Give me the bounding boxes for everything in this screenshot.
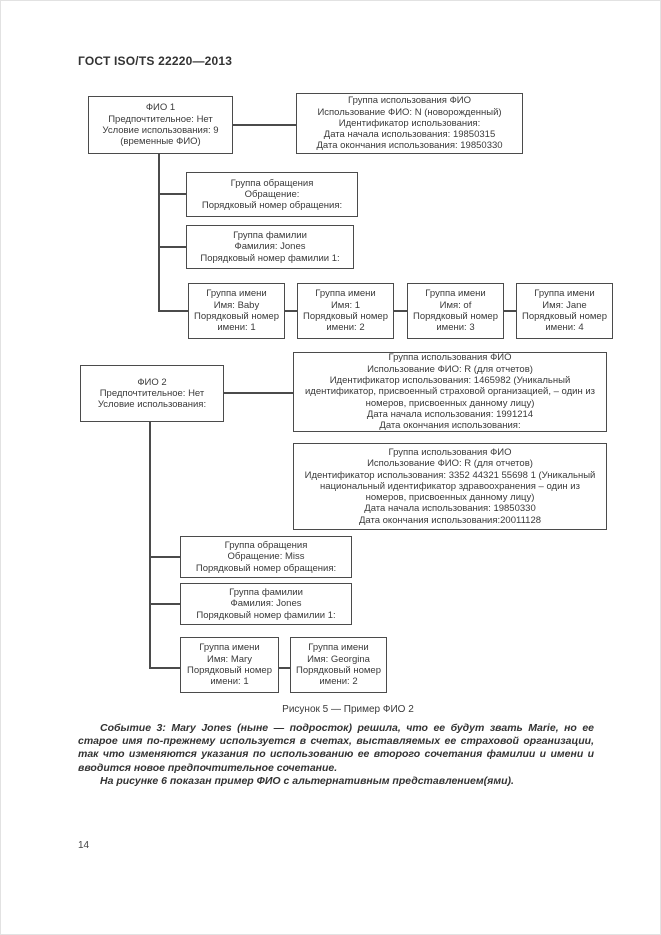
box-text-line: Фамилия: Jones (234, 241, 306, 253)
box-text-line: идентификатор, присвоенный страховой орг… (304, 386, 596, 398)
box-text-line: Дата начала использования: 1991214 (366, 408, 534, 420)
page-header: ГОСТ ISO/TS 22220—2013 (78, 54, 233, 68)
box-text-line: Группа имени (534, 288, 595, 300)
box-text-line: Порядковый номер (522, 311, 607, 322)
box-text-line: Дата окончания использования: (379, 420, 521, 432)
box-text-line: Имя: 1 (330, 299, 361, 311)
box-text-line: Порядковый номер фамилии 1: (200, 252, 340, 264)
box-text-line: имени: 2 (326, 322, 365, 334)
connector-line (394, 310, 407, 312)
box-text-line: Имя: Jane (542, 299, 587, 311)
box-text-line: Порядковый номер (187, 665, 272, 676)
box-text-line: Порядковый номер фамилии 1: (196, 609, 336, 621)
paragraph-figure-6-note: На рисунке 6 показан пример ФИО с альтер… (100, 774, 514, 787)
box-text-line: Условие использования: (97, 399, 207, 411)
box-text-line: Порядковый номер (303, 311, 388, 322)
box-text-line: Группа использования ФИО (347, 95, 472, 107)
box-text-line: имени: 1 (217, 322, 256, 334)
box-text-line: Группа имени (315, 288, 376, 300)
box-text-line: Группа имени (199, 642, 260, 654)
box-text-line: Идентификатор использования: (338, 117, 481, 129)
box-text-line: Группа имени (206, 288, 267, 300)
box-text-line: Условие использования: 9 (102, 125, 219, 136)
box-text-line: Группа фамилии (229, 587, 303, 599)
box-text-line: Дата окончания использования:20011128 (358, 514, 542, 526)
body-text: Событие 3: Mary Jones (ныне — подросток)… (78, 722, 594, 788)
box-text-line: Обращение: (244, 188, 300, 200)
box-text-line: Дата начала использования: 19850330 (364, 503, 536, 515)
connector-line (158, 193, 186, 195)
box-text-line: Группа использования ФИО (388, 352, 512, 364)
box-text-line: Группа использования ФИО (388, 446, 512, 458)
page-number: 14 (78, 840, 90, 851)
box-text-line: имени: 2 (319, 676, 358, 688)
connector-line (504, 310, 516, 312)
box-text-line: имени: 1 (210, 676, 249, 688)
box-text-line: Имя: Baby (213, 299, 260, 311)
box-text-line: Дата начала использования: 19850315 (323, 129, 496, 141)
box-text-line: Имя: Georgina (307, 653, 370, 665)
connector-line (149, 667, 180, 669)
box-text-line: Порядковый номер (413, 311, 498, 322)
box-text-line: Предпочтительное: Нет (108, 113, 213, 125)
figure-caption: Рисунок 5 — Пример ФИО 2 (282, 704, 414, 715)
box-text-line: Порядковый номер обращения: (201, 200, 343, 212)
box-text-line: Использование ФИО: R (для отчетов) (367, 363, 533, 375)
box-text-line: номеров, присвоенных данному лицу) (365, 492, 535, 504)
box-text-line: Имя: Mary (207, 653, 252, 665)
box-text-line: ФИО 1 (145, 102, 176, 114)
box-text-line: Имя: of (439, 299, 472, 311)
box-text-line: Группа имени (425, 288, 486, 300)
connector-line (149, 556, 180, 558)
box-text-line: ФИО 2 (137, 376, 167, 388)
connector-line (285, 310, 297, 312)
box-text-line: Дата окончания использования: 19850330 (316, 140, 503, 152)
connector-line (149, 603, 180, 605)
connector-line (224, 392, 293, 394)
box-text-line: Порядковый номер обращения: (195, 562, 337, 574)
box-text-line: Порядковый номер (194, 311, 279, 322)
box-text-line: Фамилия: Jones (230, 598, 302, 610)
connector-line (279, 667, 290, 669)
box-text-line: Идентификатор использования: 3352 44321 … (304, 469, 596, 481)
box-text-line: Использование ФИО: N (новорожденный) (317, 106, 502, 118)
connector-line (158, 154, 160, 312)
box-text-line: имени: 4 (545, 322, 584, 334)
box-text-line: Порядковый номер (296, 665, 381, 676)
box-text-line: Обращение: Miss (227, 551, 305, 563)
box-text-line: номеров, присвоенных данному лицу) (365, 397, 535, 409)
box-text-line: Предпочтительное: Нет (99, 387, 205, 399)
box-text-line: имени: 3 (436, 322, 475, 334)
paragraph-event-3: Событие 3: Mary Jones (ныне — подросток)… (78, 722, 594, 774)
box-text-line: (временные ФИО) (120, 136, 201, 148)
box-text-line: Использование ФИО: R (для отчетов) (367, 458, 533, 470)
connector-line (233, 124, 296, 126)
connector-line (158, 246, 186, 248)
connector-line (158, 310, 188, 312)
connector-line (149, 422, 151, 669)
box-text-line: национальный идентификатор здравоохранен… (320, 480, 580, 492)
box-text-line: Группа обращения (224, 540, 308, 552)
box-text-line: Группа фамилии (233, 230, 307, 242)
box-text-line: Идентификатор использования: 1465982 (Ун… (329, 375, 571, 387)
box-text-line: Группа обращения (230, 177, 314, 189)
box-text-line: Группа имени (308, 642, 369, 654)
